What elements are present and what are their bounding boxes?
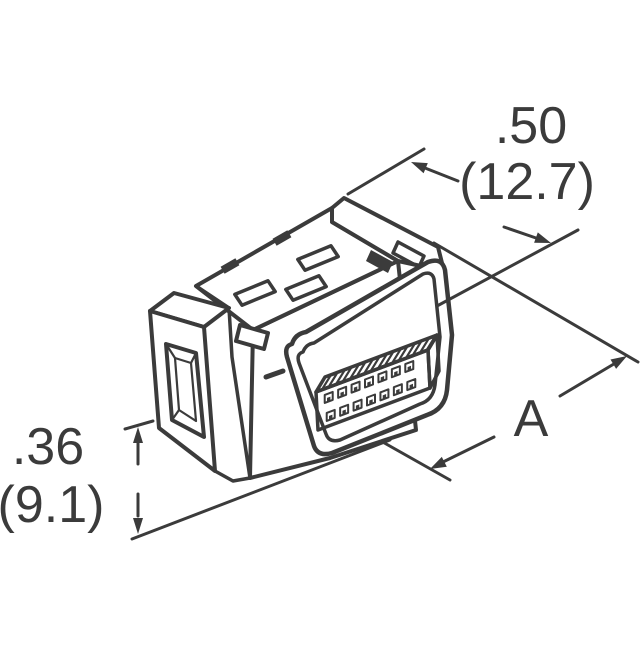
comb-slot: [321, 372, 339, 390]
top-face-slot-3: [296, 244, 340, 272]
height-dim-mm-label: (9.1): [0, 476, 104, 534]
comb-slot: [363, 356, 381, 375]
socket-depth-edge-3: [171, 409, 180, 421]
length-dim-label: A: [514, 390, 549, 448]
comb-slot: [377, 351, 395, 369]
dimension-underlays: [130, 434, 452, 541]
pin-contact: [353, 386, 358, 392]
length-arrow-upper-head: [610, 356, 627, 369]
socket-back-wall: [173, 356, 198, 423]
dimension-height: .36 (9.1): [0, 418, 155, 534]
socket-depth-edge-1: [165, 343, 176, 359]
pin-block: [314, 333, 441, 432]
shroud-inner-rim: [296, 271, 442, 443]
pin-contact: [394, 370, 398, 376]
top-face-slot-2: [284, 274, 328, 302]
pin-contact: [369, 399, 373, 405]
length-extension-line: [432, 241, 640, 364]
pin-contact: [407, 365, 411, 371]
dimension-depth: .50 (12.7): [346, 97, 595, 308]
pin-contact: [342, 409, 346, 415]
depth-arrow-2-shaft: [502, 225, 538, 240]
pin-contact: [382, 394, 387, 399]
length-arrow-upper-shaft: [558, 363, 615, 398]
pin-contact: [380, 376, 385, 381]
height-arrow-down-head: [133, 518, 143, 534]
left-socket-block: [148, 291, 270, 473]
comb-slot: [405, 340, 423, 359]
shell-cap-clip-tab: [366, 250, 393, 273]
body-bottom-edge: [213, 469, 252, 483]
depth-dim-mm-label: (12.7): [459, 153, 595, 211]
pin-contact: [329, 414, 333, 420]
depth-extension-line-bottom: [435, 228, 580, 308]
body-block-junction-edge: [194, 284, 231, 310]
top-face-slot-1: [233, 279, 277, 307]
bottom-extension-line: [130, 438, 392, 541]
shroud-corner-extension-line: [370, 434, 452, 482]
depth-dim-inches-label: .50: [495, 97, 567, 155]
latch-tab: [234, 323, 270, 351]
d-shroud: [283, 258, 455, 457]
comb-slot: [419, 335, 437, 354]
depth-arrow-1-shaft: [423, 166, 460, 183]
body-front-left-edge: [227, 306, 252, 480]
comb-slot: [335, 366, 353, 385]
pin-contact: [367, 381, 371, 387]
pin-contact: [327, 396, 331, 402]
pin-contact: [340, 391, 344, 397]
depth-arrow-1-head: [411, 162, 428, 174]
depth-extension-line-top: [346, 147, 426, 196]
pin-contact: [396, 388, 400, 394]
rear-edge-notch-2: [272, 230, 292, 246]
pin-comb-slots: [321, 335, 437, 390]
pin-contact: [355, 404, 360, 410]
socket-depth-edge-2: [190, 352, 197, 364]
rear-edge-notch-1: [220, 258, 240, 274]
pin-contact: [409, 383, 413, 389]
dimension-length: A: [430, 241, 640, 469]
height-extension-tick: [123, 419, 155, 431]
height-arrow-up-head: [133, 427, 143, 443]
height-dim-inches-label: .36: [12, 418, 84, 476]
pin-holes: [323, 360, 417, 422]
length-arrow-lower-head: [430, 456, 447, 469]
depth-arrow-2-head: [534, 232, 551, 243]
length-arrow-lower-shaft: [441, 435, 496, 464]
comb-slot: [349, 361, 367, 380]
comb-slot: [391, 345, 409, 364]
shroud-outer-rim: [283, 258, 455, 457]
polarity-dash-mark: [263, 368, 286, 380]
